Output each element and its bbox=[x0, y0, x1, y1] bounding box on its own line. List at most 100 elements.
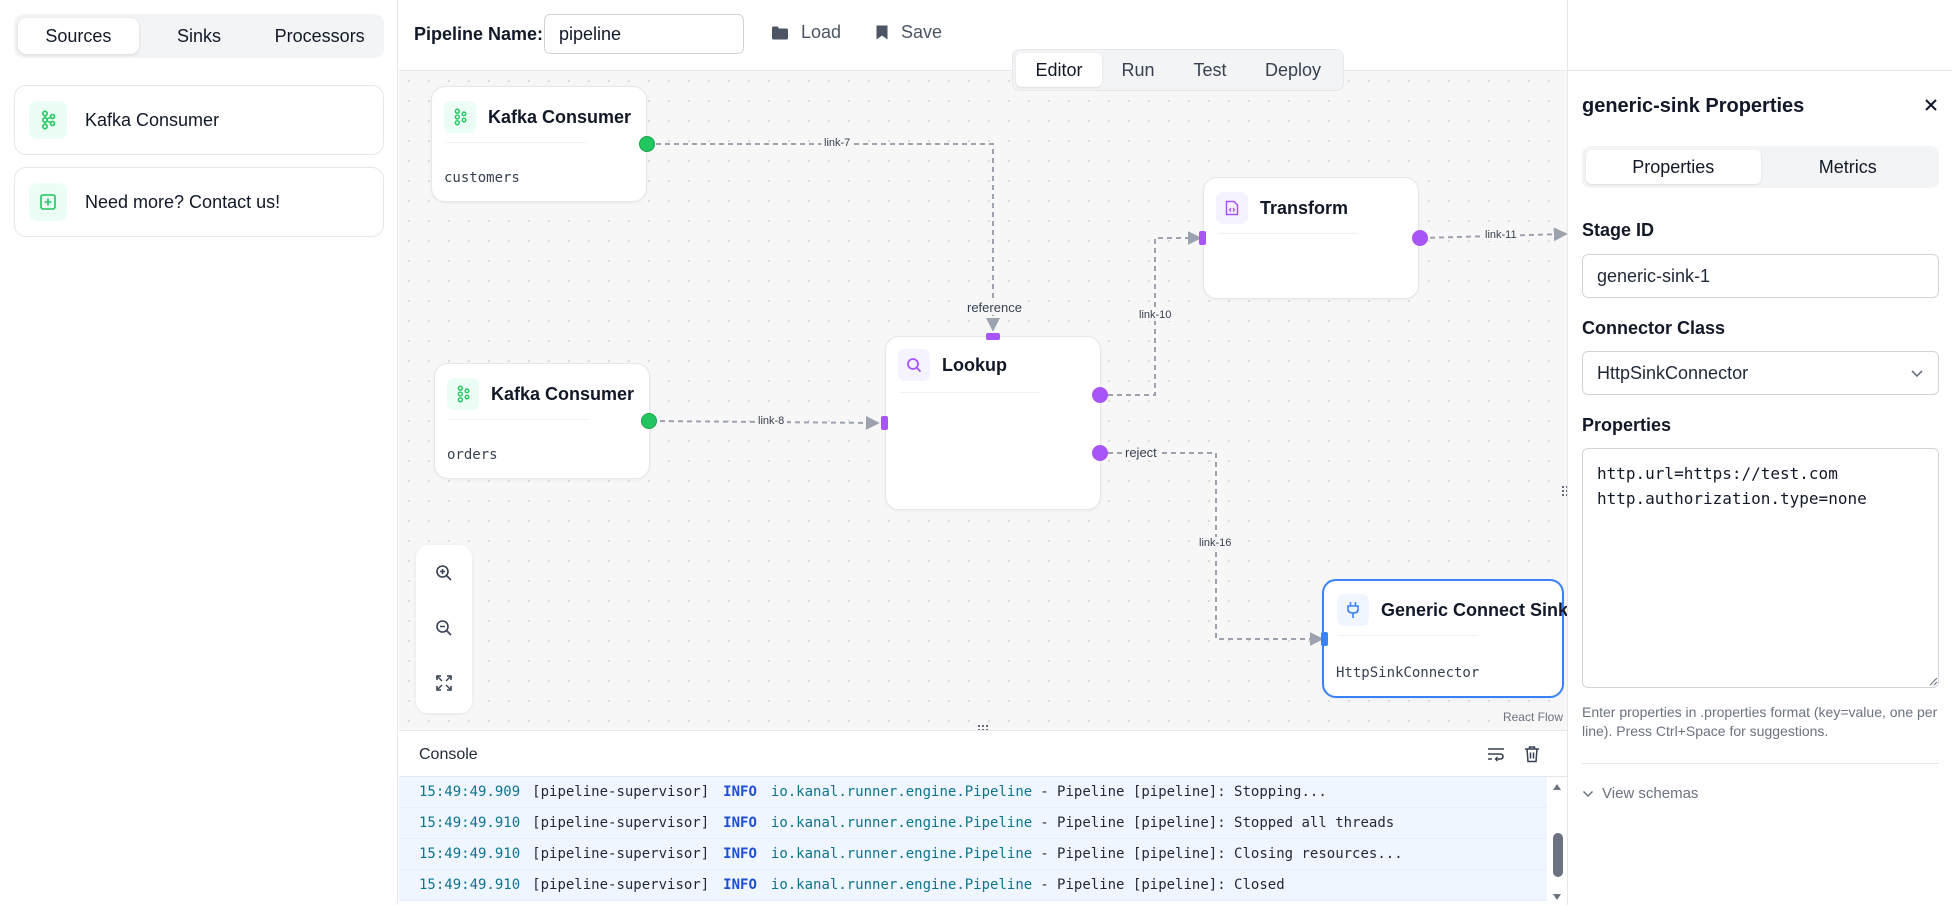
close-panel-button[interactable] bbox=[1920, 94, 1942, 116]
component-label: Need more? Contact us! bbox=[85, 191, 281, 212]
console-panel: Console 15:49:49.909 [pipeline-superviso… bbox=[399, 730, 1567, 906]
tab-run[interactable]: Run bbox=[1121, 59, 1155, 80]
tab-metrics[interactable]: Metrics bbox=[1818, 156, 1877, 177]
zoom-controls bbox=[416, 545, 472, 713]
tab-deploy[interactable]: Deploy bbox=[1264, 59, 1322, 80]
input-handle[interactable] bbox=[1321, 632, 1328, 646]
console-header: Console bbox=[399, 731, 1567, 777]
log-list: 15:49:49.909 [pipeline-supervisor] INFO … bbox=[399, 777, 1547, 906]
scroll-down-icon[interactable] bbox=[1552, 893, 1562, 901]
plus-square-icon bbox=[29, 183, 67, 221]
log-level: INFO bbox=[723, 784, 757, 800]
chevron-down-icon bbox=[1582, 790, 1594, 797]
component-label: Kafka Consumer bbox=[85, 109, 220, 130]
plug-icon bbox=[1337, 594, 1369, 626]
pipeline-name-input[interactable] bbox=[544, 14, 744, 54]
wrap-lines-button[interactable] bbox=[1485, 743, 1507, 765]
reject-output-handle[interactable] bbox=[1092, 445, 1108, 461]
tab-test[interactable]: Test bbox=[1193, 59, 1227, 80]
kafka-icon bbox=[29, 101, 67, 139]
log-message: - Pipeline [pipeline]: Stopped all threa… bbox=[1040, 815, 1395, 831]
load-button[interactable]: Load bbox=[771, 22, 841, 43]
edge-link-7[interactable] bbox=[647, 143, 1000, 332]
kafka-icon bbox=[444, 101, 476, 133]
kafka-icon bbox=[447, 378, 479, 410]
edge-label-link-10: link-10 bbox=[1136, 309, 1175, 321]
save-button[interactable]: Save bbox=[875, 22, 942, 43]
node-title: Lookup bbox=[942, 354, 1007, 375]
tab-processors[interactable]: Processors bbox=[274, 25, 365, 46]
node-kafka-consumer-customers[interactable]: Kafka Consumer customers bbox=[431, 86, 647, 202]
connector-class-label: Connector Class bbox=[1582, 318, 1726, 338]
edge-label-reject: reject bbox=[1122, 445, 1160, 460]
edge-label-link-16: link-16 bbox=[1196, 537, 1235, 549]
bookmark-icon bbox=[876, 25, 888, 40]
view-schemas-toggle[interactable]: View schemas bbox=[1582, 785, 1698, 802]
input-handle[interactable] bbox=[1199, 231, 1206, 245]
node-divider bbox=[449, 419, 589, 420]
edge-link-10[interactable] bbox=[1108, 231, 1202, 396]
console-resize-handle[interactable] bbox=[976, 723, 990, 730]
log-thread: [pipeline-supervisor] bbox=[532, 877, 710, 893]
wrap-lines-icon bbox=[1488, 748, 1504, 762]
output-handle[interactable] bbox=[641, 413, 657, 429]
reference-input-handle[interactable] bbox=[986, 333, 1000, 340]
output-handle[interactable] bbox=[1092, 387, 1108, 403]
folder-icon bbox=[772, 26, 788, 39]
log-level: INFO bbox=[723, 846, 757, 862]
properties-label: Properties bbox=[1582, 415, 1672, 435]
flow-canvas[interactable]: link-7 reference link-8 link-10 link-11 … bbox=[399, 70, 1567, 730]
edge-label-link-7: link-7 bbox=[821, 137, 854, 149]
tab-sinks[interactable]: Sinks bbox=[177, 25, 222, 46]
zoom-out-button[interactable] bbox=[430, 614, 458, 642]
log-message: - Pipeline [pipeline]: Closing resources… bbox=[1040, 846, 1403, 862]
log-timestamp: 15:49:49.910 bbox=[419, 815, 521, 831]
component-contact-us[interactable]: Need more? Contact us! bbox=[14, 167, 384, 237]
node-lookup[interactable]: Lookup bbox=[885, 336, 1101, 510]
load-label: Load bbox=[801, 22, 842, 42]
fit-view-button[interactable] bbox=[430, 669, 458, 697]
node-kafka-consumer-orders[interactable]: Kafka Consumer orders bbox=[434, 363, 650, 479]
properties-panel: generic-sink Properties Properties Metri… bbox=[1567, 0, 1952, 905]
edge-link-8[interactable] bbox=[650, 415, 880, 430]
code-file-icon bbox=[1216, 192, 1248, 224]
panel-top-divider bbox=[1568, 70, 1952, 71]
scrollbar-thumb[interactable] bbox=[1553, 833, 1563, 877]
textarea-resize-icon[interactable] bbox=[1928, 676, 1938, 686]
node-title: Kafka Consumer bbox=[488, 106, 632, 127]
node-subtitle: customers bbox=[444, 170, 520, 186]
component-sidebar: Sources Sinks Processors Kafka Consumer … bbox=[0, 0, 398, 905]
properties-editor[interactable]: http.url=https://test.com http.authoriza… bbox=[1582, 448, 1939, 688]
clear-console-button[interactable] bbox=[1521, 743, 1543, 765]
node-transform[interactable]: Transform bbox=[1203, 177, 1419, 299]
stage-id-field[interactable]: generic-sink-1 bbox=[1582, 254, 1939, 298]
tab-sources[interactable]: Sources bbox=[18, 18, 139, 54]
log-logger: io.kanal.runner.engine.Pipeline bbox=[770, 877, 1033, 893]
search-icon bbox=[898, 349, 930, 381]
node-generic-connect-sink[interactable]: Generic Connect Sink HttpSinkConnector bbox=[1322, 579, 1567, 698]
output-handle[interactable] bbox=[639, 136, 655, 152]
scroll-up-icon[interactable] bbox=[1552, 783, 1562, 791]
react-flow-attribution[interactable]: React Flow bbox=[1502, 710, 1563, 724]
panel-tabs: Properties Metrics bbox=[1582, 146, 1939, 188]
component-kafka-consumer[interactable]: Kafka Consumer bbox=[14, 85, 384, 155]
zoom-out-icon bbox=[436, 620, 452, 636]
connector-class-value: HttpSinkConnector bbox=[1597, 362, 1749, 383]
view-schemas-label: View schemas bbox=[1602, 785, 1699, 802]
log-logger: io.kanal.runner.engine.Pipeline bbox=[770, 784, 1033, 800]
zoom-in-button[interactable] bbox=[430, 559, 458, 587]
console-scrollbar[interactable] bbox=[1547, 777, 1567, 906]
output-handle[interactable] bbox=[1412, 230, 1428, 246]
connector-class-select[interactable]: HttpSinkConnector bbox=[1582, 351, 1939, 395]
input-handle[interactable] bbox=[881, 416, 888, 430]
log-logger: io.kanal.runner.engine.Pipeline bbox=[770, 815, 1033, 831]
log-thread: [pipeline-supervisor] bbox=[532, 846, 710, 862]
fit-view-icon bbox=[436, 675, 452, 691]
node-title: Transform bbox=[1260, 197, 1349, 218]
category-tabs: Sources Sinks Processors bbox=[14, 14, 384, 58]
node-divider bbox=[1338, 635, 1478, 636]
tab-editor[interactable]: Editor bbox=[1016, 53, 1102, 87]
log-message: - Pipeline [pipeline]: Closed bbox=[1040, 877, 1285, 893]
edge-label-link-8: link-8 bbox=[755, 415, 788, 427]
tab-properties[interactable]: Properties bbox=[1586, 150, 1761, 184]
